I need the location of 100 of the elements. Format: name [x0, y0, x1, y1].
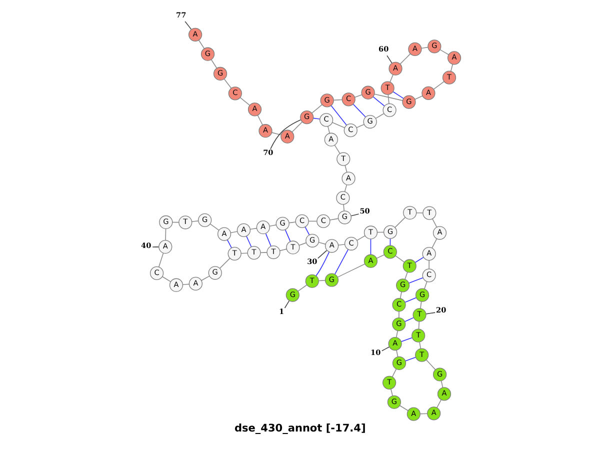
node-circle: G [392, 318, 406, 332]
connector [271, 132, 281, 136]
node-circle: T [412, 308, 426, 322]
connector [431, 238, 437, 248]
connector [392, 91, 404, 99]
node-circle: A [168, 278, 183, 292]
node-circle: G [208, 266, 222, 280]
connector [310, 104, 322, 114]
connector [398, 405, 408, 412]
node-circle: C [149, 266, 164, 280]
node-text: 1 [278, 306, 284, 316]
connector [408, 277, 423, 284]
node-circle: T [414, 348, 428, 362]
connector [336, 264, 365, 278]
connector [327, 126, 330, 134]
connector [317, 250, 327, 259]
connector [182, 284, 189, 286]
node-circle: A [406, 407, 420, 421]
node-circle: G [324, 273, 338, 287]
node-circle: T [411, 328, 425, 342]
node-text: 77 [176, 10, 186, 20]
node-circle: C [343, 124, 357, 138]
connector [380, 346, 390, 352]
node-text: 40 [140, 241, 151, 250]
node-circle: T [336, 152, 350, 166]
connector [418, 342, 421, 349]
connector [350, 214, 359, 216]
node-circle: G [285, 288, 299, 302]
connector [389, 74, 393, 82]
connector [158, 252, 164, 268]
node-circle: G [396, 278, 410, 292]
node-circle: G [158, 215, 172, 230]
node-circle: A [324, 239, 338, 253]
connector [223, 78, 232, 89]
node-circle: A [422, 247, 436, 261]
node-circle: T [227, 246, 241, 260]
node-text: 50 [359, 206, 370, 216]
connector [298, 242, 306, 246]
connector [164, 228, 166, 241]
node-circle: A [436, 387, 451, 401]
connector [246, 236, 252, 248]
node-circle: C [336, 191, 350, 205]
node-circle: A [408, 42, 422, 56]
connector [376, 254, 384, 259]
node-circle: C [319, 113, 333, 127]
node-circle: T [402, 259, 416, 273]
node-circle: G [402, 95, 416, 109]
connector [332, 99, 342, 101]
node-circle: T [442, 70, 456, 84]
node-circle: C [341, 92, 355, 106]
node-circle: A [258, 124, 272, 138]
node-circle: A [341, 172, 355, 186]
connector [374, 94, 402, 101]
node-circle: A [363, 254, 378, 268]
connector [284, 230, 290, 242]
node-circle: T [380, 81, 394, 95]
node-circle: A [426, 406, 440, 420]
node-circle: G [300, 110, 314, 124]
node-circle: A [432, 226, 446, 240]
node-circle: C [316, 214, 330, 228]
connector [198, 40, 204, 49]
connector [404, 272, 408, 280]
connector [279, 248, 286, 252]
connector [356, 124, 364, 128]
node-circle: T [246, 246, 260, 260]
node-circle: G [275, 216, 289, 230]
node-circle: G [360, 86, 374, 100]
node-circle: A [188, 276, 202, 290]
node-circle: C [294, 214, 308, 228]
node-circle: A [188, 28, 202, 42]
connector [394, 217, 406, 228]
connector [399, 53, 410, 64]
connector [433, 81, 444, 90]
node-circle: G [383, 225, 397, 239]
node-circle: A [388, 336, 402, 351]
connector [264, 233, 271, 247]
connector [420, 46, 428, 49]
node-circle: G [386, 395, 400, 409]
connector [162, 276, 170, 282]
connector [425, 312, 436, 314]
connector [334, 249, 348, 274]
diagram-title: dse_430_annot [-17.4] [234, 422, 366, 434]
node-circle: G [414, 288, 429, 302]
node-circle: G [427, 40, 441, 54]
node-circle: C [382, 245, 396, 259]
connector [440, 380, 443, 388]
node-circle: T [363, 226, 378, 240]
connector [297, 284, 307, 292]
connector [312, 118, 320, 120]
node-circle: C [382, 103, 396, 117]
connector [318, 280, 326, 282]
connector [356, 235, 365, 241]
connector [200, 276, 210, 281]
connector [394, 255, 404, 262]
connector [342, 204, 344, 212]
node-circle: A [421, 86, 435, 100]
connector [332, 122, 344, 128]
node-circle: A [280, 130, 294, 144]
connector [152, 246, 159, 248]
connector [416, 212, 423, 214]
